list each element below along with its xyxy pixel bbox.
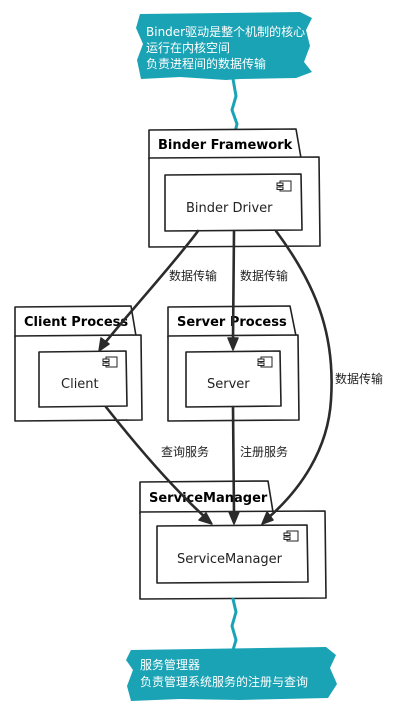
component-binder-driver[interactable]: Binder Driver bbox=[164, 173, 303, 232]
component-icon bbox=[257, 356, 273, 368]
edge-driver-to-servicemanager: 数据传输 bbox=[261, 229, 383, 525]
edge-label-driver-to-servicemanager: 数据传输 bbox=[335, 371, 383, 386]
package-binder-framework: Binder Framework Binder Driver bbox=[148, 128, 321, 248]
note-bottom-line-1: 服务管理器 bbox=[140, 657, 200, 672]
package-client-process: Client Process Client bbox=[14, 305, 143, 422]
edge-client-to-servicemanager: 查询服务 bbox=[104, 405, 213, 525]
note-service-manager: 服务管理器 负责管理系统服务的注册与查询 bbox=[126, 597, 337, 701]
component-service-manager[interactable]: ServiceManager bbox=[156, 524, 309, 584]
note-top-line-3: 负责进程间的数据传输 bbox=[146, 56, 266, 71]
edge-driver-to-server: 数据传输 bbox=[227, 229, 288, 351]
edge-label-driver-to-client: 数据传输 bbox=[169, 268, 217, 283]
component-icon bbox=[102, 356, 118, 368]
component-icon bbox=[276, 180, 292, 192]
edge-label-driver-to-server: 数据传输 bbox=[240, 268, 288, 283]
package-service-manager: ServiceManager ServiceManager bbox=[139, 480, 327, 600]
edge-server-to-servicemanager: 注册服务 bbox=[228, 405, 288, 525]
edge-label-server-to-servicemanager: 注册服务 bbox=[240, 444, 288, 459]
component-label-binder-driver: Binder Driver bbox=[186, 201, 273, 216]
package-title-service-manager: ServiceManager bbox=[149, 491, 268, 506]
note-bottom-line-2: 负责管理系统服务的注册与查询 bbox=[140, 674, 308, 689]
note-top-line-1: Binder驱动是整个机制的核心 bbox=[146, 24, 305, 39]
note-top-line-2: 运行在内核空间 bbox=[146, 41, 230, 55]
package-title-binder-framework: Binder Framework bbox=[158, 138, 293, 153]
component-server[interactable]: Server bbox=[185, 350, 282, 408]
note-binder-driver: Binder驱动是整个机制的核心 运行在内核空间 负责进程间的数据传输 bbox=[136, 12, 312, 172]
component-label-client: Client bbox=[61, 377, 99, 392]
package-title-client-process: Client Process bbox=[24, 315, 128, 330]
component-label-service-manager: ServiceManager bbox=[177, 552, 283, 567]
package-server-process: Server Process Server bbox=[167, 305, 300, 422]
component-label-server: Server bbox=[207, 377, 250, 392]
edge-driver-to-client: 数据传输 bbox=[98, 229, 217, 352]
component-icon bbox=[283, 530, 299, 542]
edge-label-client-to-servicemanager: 查询服务 bbox=[161, 444, 209, 459]
component-client[interactable]: Client bbox=[38, 350, 128, 408]
